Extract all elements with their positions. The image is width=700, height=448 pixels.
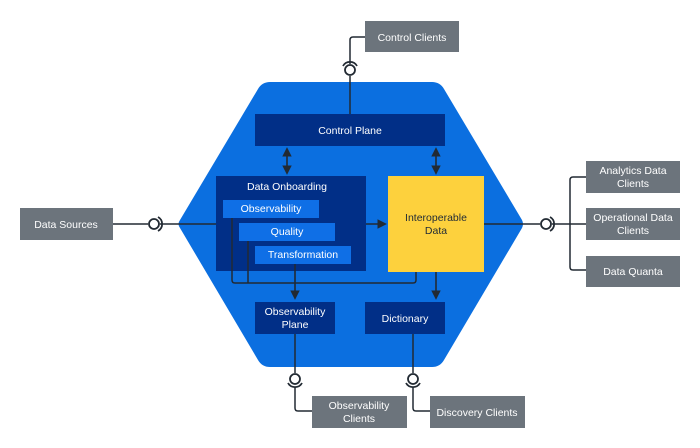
- data-quanta-box[interactable]: [586, 256, 680, 287]
- interface-port-icon: [344, 64, 356, 76]
- observability-clients-box[interactable]: [312, 396, 407, 428]
- dictionary-label: Dictionary: [382, 313, 429, 325]
- transformation-box[interactable]: [255, 246, 351, 264]
- dictionary-box[interactable]: [365, 302, 445, 334]
- interface-port-icon: [148, 218, 160, 230]
- analytics-data-clients-label-2: Clients: [617, 178, 649, 190]
- operational-data-clients-label-2: Clients: [617, 225, 649, 237]
- socket-icon: [157, 216, 164, 232]
- quality-label: Quality: [271, 226, 304, 238]
- connector-line: [349, 36, 365, 64]
- observability-plane-box[interactable]: [255, 302, 335, 334]
- data-sources-label: Data Sources: [34, 219, 98, 231]
- interoperable-data-label-1: Interoperable: [405, 212, 467, 224]
- operational-data-clients-box[interactable]: [586, 208, 680, 240]
- interface-port-icon: [289, 373, 301, 385]
- control-clients-label: Control Clients: [378, 32, 447, 44]
- transformation-label: Transformation: [268, 249, 338, 261]
- discovery-clients-label: Discovery Clients: [436, 407, 517, 419]
- observability-box[interactable]: [223, 200, 319, 218]
- observability-bus-line: [231, 218, 417, 284]
- observability-clients-label-2: Clients: [343, 413, 375, 425]
- data-onboarding-label: Data Onboarding: [247, 181, 327, 193]
- connector-line: [412, 387, 430, 412]
- observability-label: Observability: [241, 203, 302, 215]
- control-plane-box[interactable]: [255, 114, 445, 146]
- observability-clients-label-1: Observability: [329, 400, 390, 412]
- socket-icon: [342, 60, 358, 67]
- interoperable-data-label-2: Data: [425, 225, 447, 237]
- analytics-data-clients-label-1: Analytics Data: [599, 165, 666, 177]
- control-plane-label: Control Plane: [318, 125, 382, 137]
- interface-port-icon: [540, 218, 552, 230]
- quality-box[interactable]: [239, 223, 335, 241]
- analytics-data-clients-box[interactable]: [586, 161, 680, 193]
- control-clients-box[interactable]: [365, 21, 459, 52]
- discovery-clients-box[interactable]: [430, 396, 525, 428]
- data-quanta-label: Data Quanta: [603, 266, 663, 278]
- operational-data-clients-label-1: Operational Data: [593, 212, 673, 224]
- data-sources-box[interactable]: [20, 208, 113, 240]
- observability-plane-label-1: Observability: [265, 306, 326, 318]
- connector-line: [294, 387, 312, 412]
- interoperable-data-box[interactable]: [388, 176, 484, 272]
- observability-plane-label-2: Plane: [282, 319, 309, 331]
- interface-port-icon: [407, 373, 419, 385]
- socket-icon: [549, 216, 556, 232]
